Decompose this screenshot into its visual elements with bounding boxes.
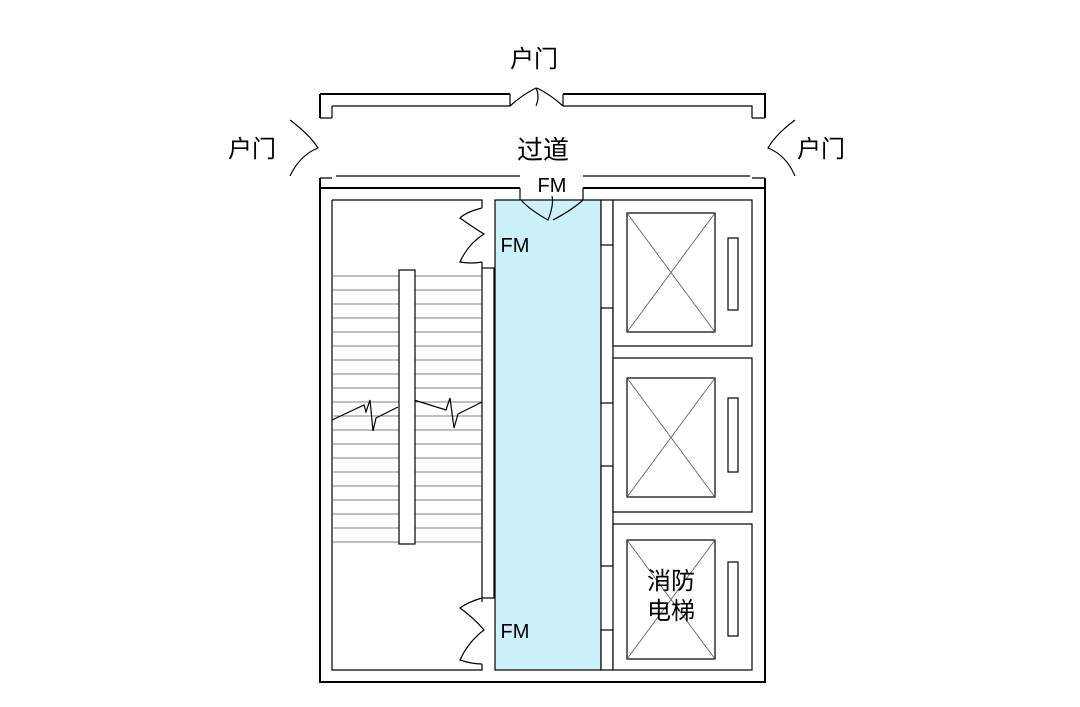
- fm-stair-bottom-label: FM: [501, 621, 530, 643]
- elevator-shaft-2: [612, 357, 753, 513]
- stair-break-lines: [331, 397, 483, 432]
- fire-elevator-label-2: 电梯: [647, 598, 695, 625]
- fire-elevator-label-1: 消防: [647, 568, 695, 595]
- corridor-label: 过道: [517, 135, 569, 165]
- staircase-room: [331, 199, 495, 671]
- elevator-shaft-fire: [612, 523, 753, 671]
- stair-wall: [481, 267, 495, 599]
- door-top-label: 户门: [510, 46, 558, 73]
- door-fm-stair-top: [459, 207, 486, 264]
- door-left: [289, 117, 336, 179]
- door-right-label: 户门: [797, 136, 845, 163]
- anteroom-right-wall: [600, 199, 614, 671]
- door-fm-top: [519, 174, 584, 221]
- door-right: [750, 117, 796, 179]
- door-left-label: 户门: [228, 136, 276, 163]
- elevator-shaft-1: [612, 199, 753, 347]
- fm-stair-top-label: FM: [501, 235, 530, 257]
- door-fm-stair-bottom: [458, 597, 485, 665]
- fire-anteroom: [494, 199, 602, 671]
- door-top: [509, 87, 564, 108]
- fm-top-label: FM: [538, 175, 567, 197]
- stair-handrail: [398, 269, 416, 545]
